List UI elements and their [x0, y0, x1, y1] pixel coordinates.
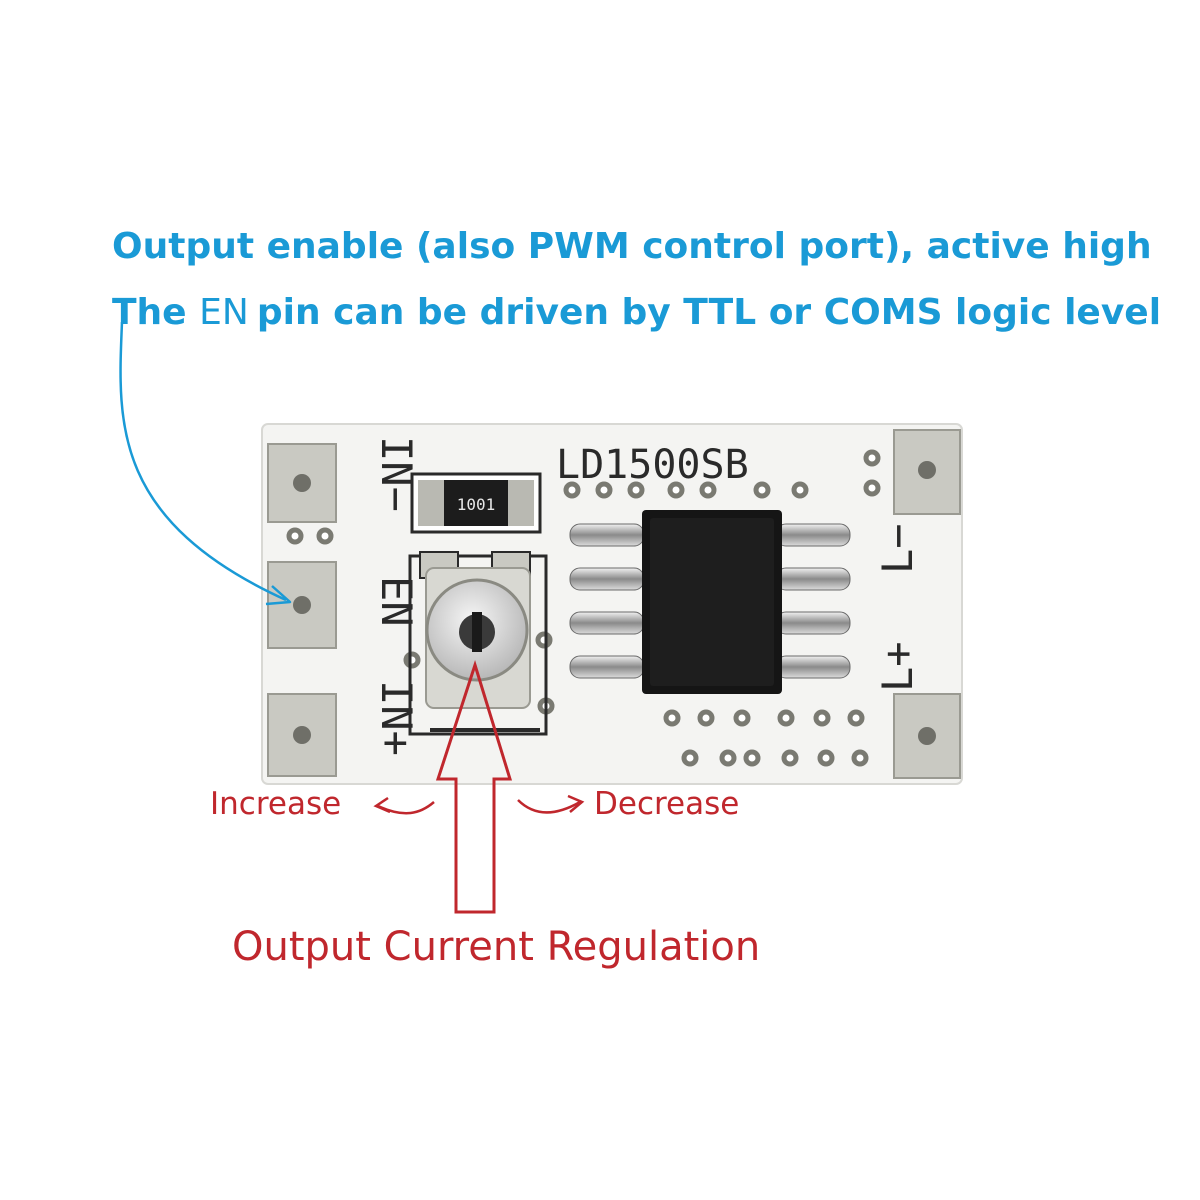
decrease-label: Decrease — [594, 786, 740, 822]
pin-label-l-plus: L+ — [873, 641, 922, 692]
pad-hole — [293, 726, 311, 744]
model-label: LD1500SB — [556, 442, 749, 488]
enable-line2-prefix: The — [112, 292, 200, 333]
vias — [286, 449, 881, 767]
ic-chip — [569, 510, 851, 694]
enable-line2-en: EN — [199, 292, 249, 333]
regulation-label: Output Current Regulation — [232, 924, 761, 970]
pin-label-in-plus: IN+ — [372, 680, 421, 756]
right-pads — [893, 429, 961, 779]
trimmer-potentiometer — [408, 551, 548, 736]
pin-label-en: EN — [372, 576, 421, 627]
increase-arrow — [373, 796, 435, 815]
pin-label-l-minus: L− — [873, 523, 922, 574]
pad-hole — [293, 474, 311, 492]
pad-hole — [918, 461, 936, 479]
increase-label: Increase — [210, 786, 342, 822]
enable-line1-text: Output enable (also PWM control port), a… — [112, 226, 1152, 267]
smd-resistor: 1001 — [410, 472, 542, 534]
decrease-arrow — [517, 794, 585, 814]
pad-hole — [918, 727, 936, 745]
enable-description-line1: Output enable (also PWM control port), a… — [112, 226, 1152, 267]
regulation-up-arrow — [435, 660, 513, 914]
en-pointer-arrow — [119, 321, 292, 606]
enable-line2-suffix: pin can be driven by TTL or COMS logic l… — [256, 292, 1162, 333]
pad-hole — [293, 596, 311, 614]
left-pads — [267, 443, 337, 777]
resistor-code: 1001 — [457, 495, 496, 514]
